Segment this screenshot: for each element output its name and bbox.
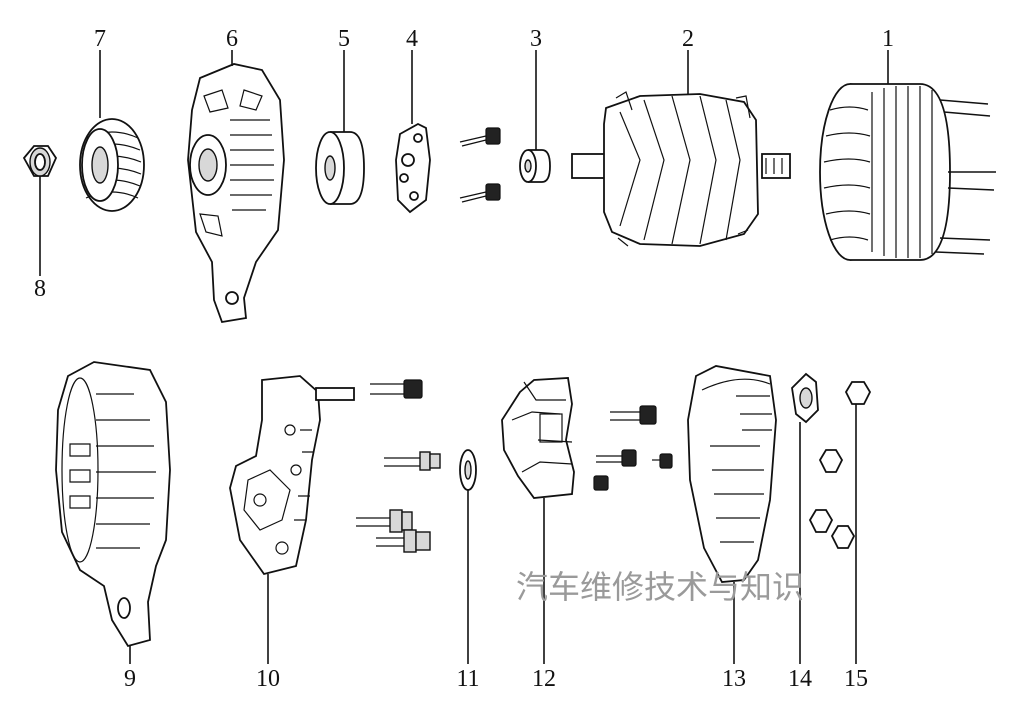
- label-part-4: 4: [406, 26, 418, 52]
- part-8-pulley-nut: [22, 145, 58, 177]
- part-6-drive-end-frame: [187, 63, 285, 324]
- part-10-rectifier: [229, 375, 355, 576]
- label-part-7: 7: [94, 26, 106, 52]
- part-5-spacer: [315, 131, 365, 205]
- part-9-rear-frame: [55, 361, 171, 648]
- rectifier-studs: [356, 379, 441, 553]
- part-7-pulley: [79, 118, 145, 212]
- label-part-15: 15: [844, 666, 868, 692]
- watermark-text: 汽车维修技术与知识: [516, 568, 804, 606]
- label-part-12: 12: [532, 666, 556, 692]
- label-part-13: 13: [722, 666, 746, 692]
- part-15-nuts: [808, 381, 872, 549]
- part-12-regulator: [501, 377, 575, 499]
- part-11-washer: [459, 449, 477, 491]
- part-13-rear-cover: [687, 365, 777, 583]
- regulator-screws: [593, 405, 673, 491]
- label-part-8: 8: [34, 276, 46, 302]
- label-part-1: 1: [882, 26, 894, 52]
- label-part-2: 2: [682, 26, 694, 52]
- part-2-rotor: [571, 91, 791, 247]
- label-part-3: 3: [530, 26, 542, 52]
- leader-lines: [39, 50, 889, 664]
- label-part-10: 10: [256, 666, 280, 692]
- label-part-5: 5: [338, 26, 350, 52]
- part-3-bearing: [519, 149, 551, 183]
- label-part-14: 14: [788, 666, 812, 692]
- label-part-11: 11: [456, 666, 479, 692]
- part-14-terminal-insulator: [791, 372, 819, 424]
- retainer-screws: [459, 127, 501, 203]
- part-4-bearing-retainer: [395, 122, 431, 214]
- label-part-6: 6: [226, 26, 238, 52]
- label-part-9: 9: [124, 666, 136, 692]
- part-1-stator: [819, 83, 996, 261]
